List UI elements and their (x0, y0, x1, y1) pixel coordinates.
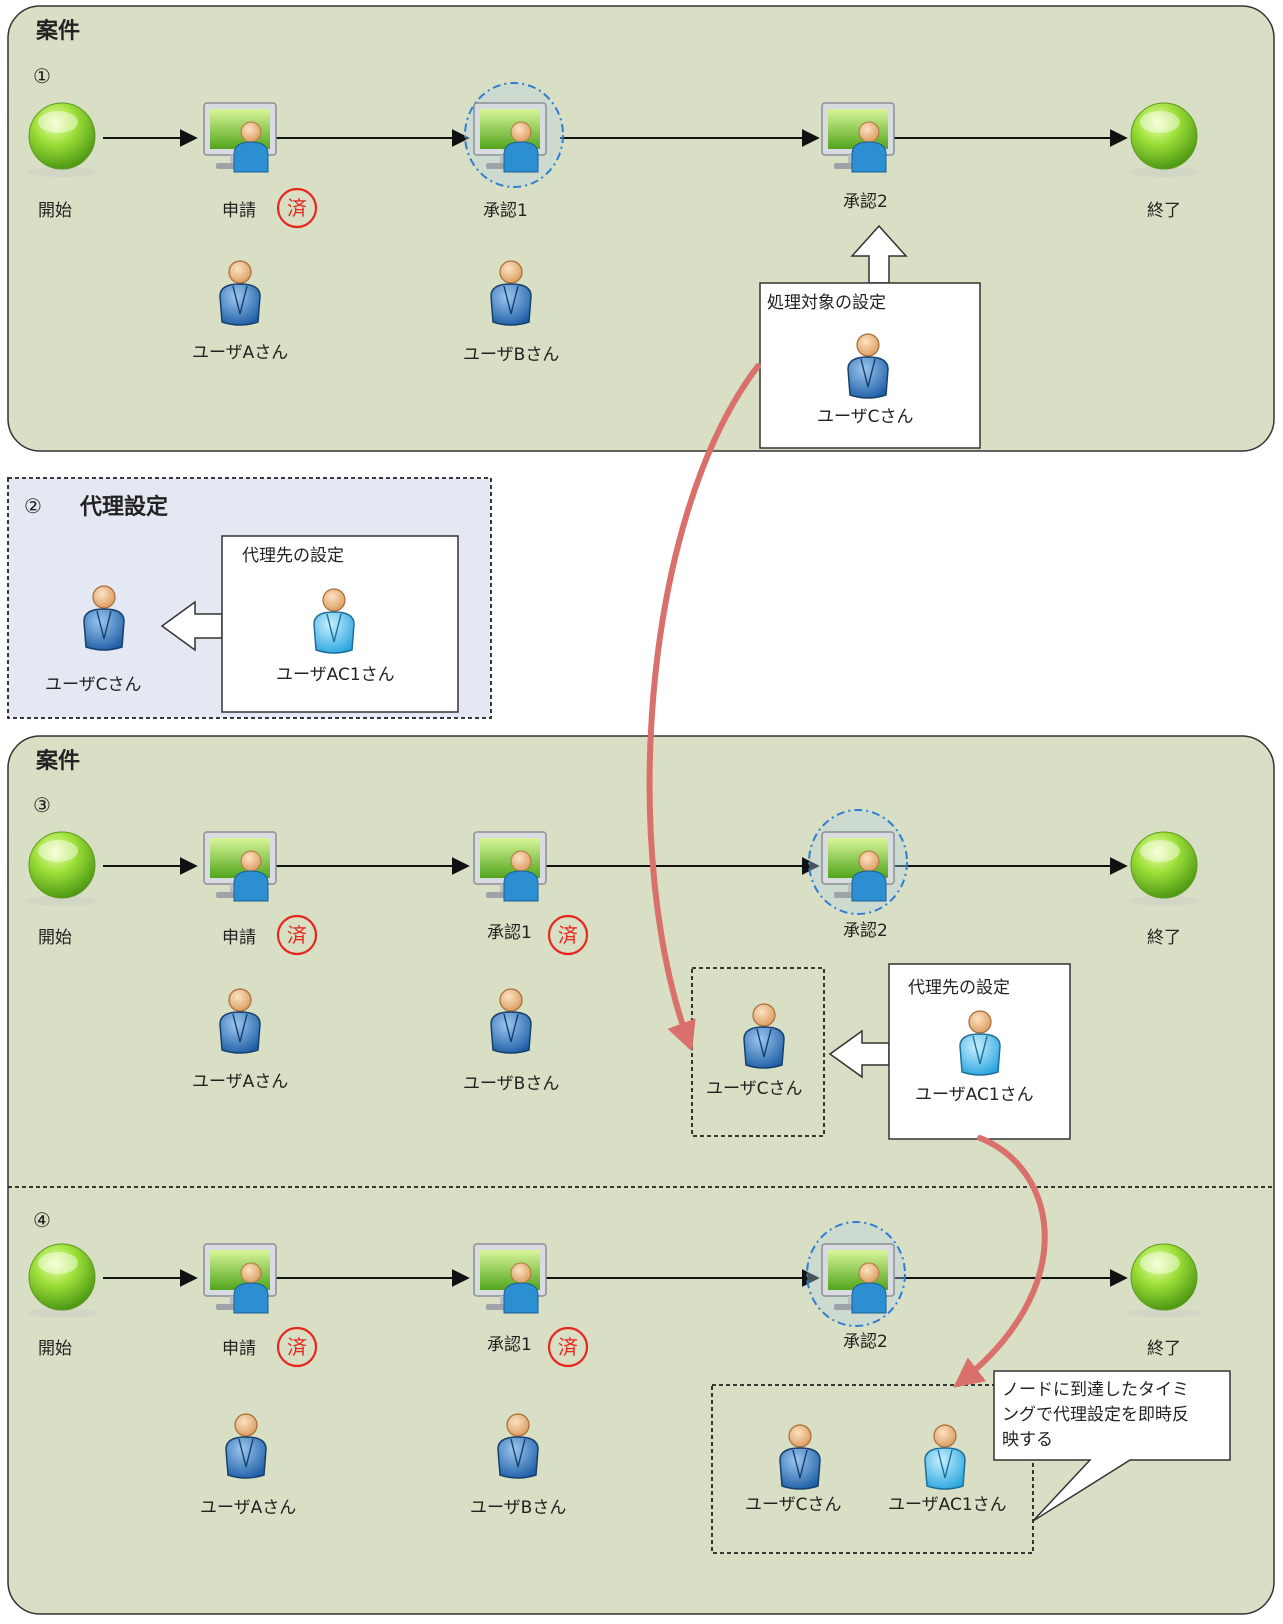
panel-2-user: ユーザCさん (45, 675, 142, 695)
done-mark: 済 (287, 923, 307, 947)
done-mark: 済 (287, 1335, 307, 1359)
done-mark: 済 (558, 1335, 578, 1359)
approve1-label: 承認1 (483, 201, 528, 221)
user-b-label: ユーザBさん (463, 1074, 559, 1094)
end-label: 終了 (1147, 201, 1181, 221)
apply-label: 申請 (222, 1339, 256, 1359)
approve2-label: 承認2 (843, 192, 888, 212)
apply-label: 申請 (222, 201, 256, 221)
callout-box (993, 1370, 1231, 1522)
up-arrow-icon (850, 224, 908, 284)
callout-line-3: 映する (1002, 1430, 1053, 1450)
user-c-label: ユーザCさん (706, 1079, 803, 1099)
target-box-user: ユーザCさん (817, 407, 914, 427)
panel-3: 案件 ③ 開始 申請 済 承認1 済 承認2 終了 ユーザAさん ユーザBさん … (25, 748, 1201, 1140)
start-label: 開始 (38, 1339, 72, 1359)
user-a-label: ユーザAさん (200, 1498, 296, 1518)
panel-3-title: 案件 (35, 748, 80, 774)
approve2-label: 承認2 (843, 1332, 888, 1352)
approve1-label: 承認1 (487, 1335, 532, 1355)
proxy-box-user: ユーザAC1さん (915, 1085, 1034, 1105)
proxy-box-title: 代理先の設定 (242, 546, 344, 566)
panel-1: 案件 ① 開始 申請 済 承認1 承認2 終了 ユーザAさん ユーザBさん 処理… (7, 5, 1275, 452)
start-label: 開始 (38, 201, 72, 221)
approve1-label: 承認1 (487, 923, 532, 943)
panel-4-step: ④ (33, 1208, 51, 1232)
user-c-label: ユーザCさん (745, 1495, 842, 1515)
user-b-label: ユーザBさん (470, 1498, 566, 1518)
done-mark: 済 (287, 196, 307, 220)
user-b-label: ユーザBさん (463, 345, 559, 365)
done-mark: 済 (558, 923, 578, 947)
target-box-title: 処理対象の設定 (767, 293, 886, 313)
start-label: 開始 (38, 928, 72, 948)
panel-2-title: 代理設定 (79, 494, 168, 520)
curved-arrow-to-user-c (646, 363, 761, 1052)
approve2-label: 承認2 (843, 921, 888, 941)
callout-line-1: ノードに到達したタイミ (1002, 1380, 1189, 1400)
user-c-group (691, 967, 825, 1137)
proxy-box-user: ユーザAC1さん (276, 665, 395, 685)
end-label: 終了 (1147, 1339, 1181, 1359)
user-ac1-label: ユーザAC1さん (888, 1495, 1007, 1515)
curved-arrow-to-applied (953, 1135, 1048, 1388)
user-a-label: ユーザAさん (192, 1072, 288, 1092)
panel-1-title: 案件 (35, 18, 80, 44)
proxy-box-title: 代理先の設定 (908, 978, 1010, 998)
panel-4: ④ 開始 申請 済 承認1 済 承認2 終了 ユーザAさん ユーザBさん ユーザ… (25, 1208, 1231, 1554)
end-label: 終了 (1147, 928, 1181, 948)
panel-3-4 (7, 735, 1275, 1615)
panel-3-step: ③ (33, 793, 51, 817)
callout-line-2: ングで代理設定を即時反 (1002, 1405, 1189, 1425)
user-a-label: ユーザAさん (192, 343, 288, 363)
panel-2-step: ② (24, 494, 42, 518)
panel-1-step: ① (33, 64, 51, 88)
panel-2: ② 代理設定 ユーザCさん 代理先の設定 ユーザAC1さん (7, 477, 492, 719)
apply-label: 申請 (222, 928, 256, 948)
